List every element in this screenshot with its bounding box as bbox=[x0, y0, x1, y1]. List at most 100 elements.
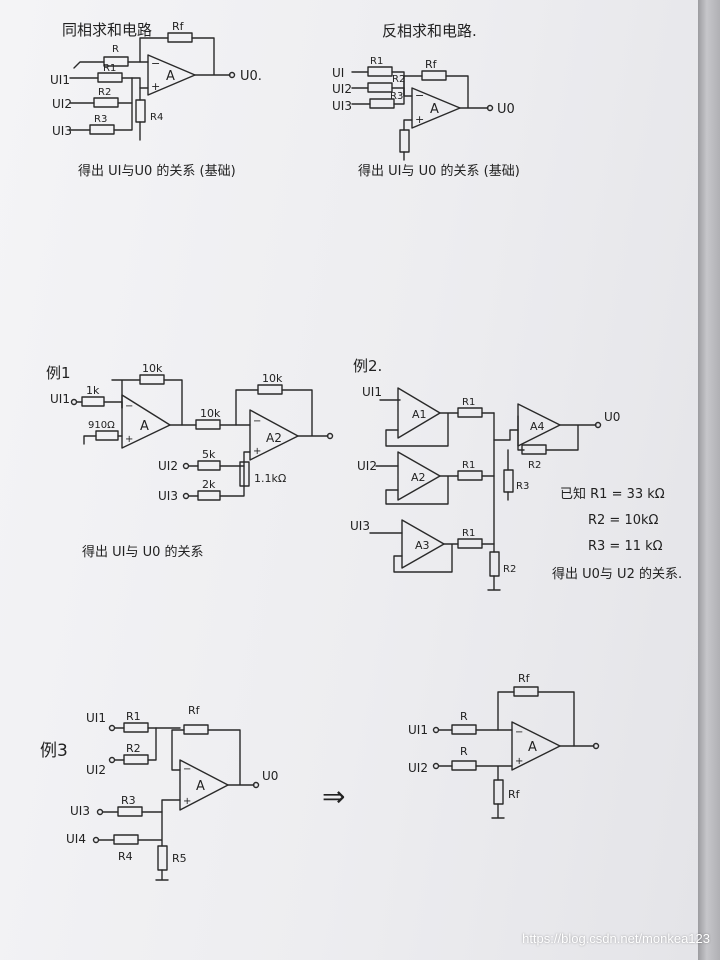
example3-equiv-r1-label: R bbox=[460, 710, 468, 723]
example1-circuit: 例1 UI1 1k 10k A − + 910Ω 10k A2 − + 10k … bbox=[46, 362, 334, 560]
example2-circuit: 例2. UI1 A1 R1 UI2 A2 R1 UI3 A3 R1 R2 A4 bbox=[350, 357, 682, 591]
example3-input1-label: UI1 bbox=[86, 711, 106, 725]
section-noninverting-summer: 同相求和电路 A − + Rf U0. R R1 UI1 R2 UI2 R3 U… bbox=[50, 20, 262, 179]
svg-text:−: − bbox=[515, 727, 523, 738]
section1-input2-label: UI2 bbox=[52, 97, 72, 111]
section1-input1-label: UI1 bbox=[50, 73, 70, 87]
example2-opamp2-label: A2 bbox=[411, 471, 426, 484]
example2-opamp4-label: A4 bbox=[530, 420, 545, 433]
example1-caption: 得出 UI与 U0 的关系 bbox=[82, 544, 204, 560]
section2-output-label: U0 bbox=[497, 102, 515, 117]
example2-output-label: U0 bbox=[604, 410, 620, 424]
example1-opamp2-label: A2 bbox=[266, 431, 282, 445]
svg-text:+: + bbox=[415, 113, 424, 126]
example1-r2-label: 910Ω bbox=[88, 420, 115, 431]
example3-rf-label: Rf bbox=[188, 704, 201, 717]
example3-circuit: 例3 UI1 R1 UI2 R2 A − + Rf U0 UI3 R3 UI4 … bbox=[40, 672, 600, 881]
example1-input3-label: UI3 bbox=[158, 489, 178, 503]
section2-r1-label: R1 bbox=[370, 56, 383, 67]
handwritten-notes: 同相求和电路 A − + Rf U0. R R1 UI1 R2 UI2 R3 U… bbox=[40, 20, 682, 881]
svg-text:−: − bbox=[415, 89, 424, 102]
example2-r2a-label: R2 bbox=[528, 460, 541, 471]
example1-r3-label: 10k bbox=[200, 407, 221, 420]
example3-input3-label: UI3 bbox=[70, 804, 90, 818]
section1-r4-label: R4 bbox=[150, 112, 163, 123]
section1-r1-label: R1 bbox=[103, 63, 116, 74]
example2-opamp3-label: A3 bbox=[415, 539, 430, 552]
section2-caption: 得出 UI与 U0 的关系 (基础) bbox=[358, 163, 520, 179]
example3-input4-label: UI4 bbox=[66, 832, 86, 846]
section2-rf-label: Rf bbox=[425, 58, 438, 71]
svg-text:+: + bbox=[253, 446, 261, 457]
section2-title: 反相求和电路. bbox=[382, 22, 477, 40]
example3-equiv-rf1-label: Rf bbox=[518, 672, 531, 685]
svg-text:−: − bbox=[253, 416, 261, 427]
example3-equiv-r2-label: R bbox=[460, 745, 468, 758]
svg-text:−: − bbox=[183, 764, 191, 775]
example2-r1a-label: R1 bbox=[462, 397, 475, 408]
example2-r1c-label: R1 bbox=[462, 528, 475, 539]
section1-opamp-label: A bbox=[166, 69, 175, 84]
example3-output-label: U0 bbox=[262, 769, 278, 783]
example1-opamp1-label: A bbox=[140, 419, 149, 434]
section2-input3-label: UI3 bbox=[332, 99, 352, 113]
example1-r6-label: 1.1kΩ bbox=[254, 472, 286, 485]
example1-r5-label: 2k bbox=[202, 478, 216, 491]
example3-r1-label: R1 bbox=[126, 710, 141, 723]
svg-text:+: + bbox=[151, 80, 160, 93]
example3-title: 例3 bbox=[40, 741, 68, 761]
example3-r5-label: R5 bbox=[172, 852, 187, 865]
example3-r2-label: R2 bbox=[126, 742, 141, 755]
section1-rf-label: Rf bbox=[172, 20, 185, 33]
svg-text:−: − bbox=[125, 401, 133, 412]
section1-r-label: R bbox=[112, 44, 119, 55]
example1-title: 例1 bbox=[46, 364, 71, 382]
example1-rf1-label: 10k bbox=[142, 362, 163, 375]
section1-caption: 得出 UI与U0 的关系 (基础) bbox=[78, 163, 236, 179]
example1-rf2-label: 10k bbox=[262, 372, 283, 385]
paper-edge bbox=[698, 0, 720, 960]
section1-input3-label: UI3 bbox=[52, 124, 72, 138]
section-inverting-summer: 反相求和电路. A − + Rf U0 R1 UI R2 UI2 R3 UI3 … bbox=[332, 22, 520, 179]
section1-r2-label: R2 bbox=[98, 87, 111, 98]
example2-input2-label: UI2 bbox=[357, 459, 377, 473]
svg-text:+: + bbox=[183, 796, 191, 807]
example3-equiv-opamp-label: A bbox=[528, 740, 537, 755]
example2-title: 例2. bbox=[353, 357, 382, 375]
section1-title: 同相求和电路 bbox=[62, 21, 152, 39]
example1-input1-label: UI1 bbox=[50, 392, 70, 406]
example3-input2-label: UI2 bbox=[86, 763, 106, 777]
svg-text:−: − bbox=[151, 57, 160, 70]
section2-r3-label: R3 bbox=[390, 91, 403, 102]
section2-opamp-label: A bbox=[430, 102, 439, 117]
section1-r3-label: R3 bbox=[94, 114, 107, 125]
paper-sheet bbox=[0, 0, 700, 960]
example1-input2-label: UI2 bbox=[158, 459, 178, 473]
example3-equiv-rf2-label: Rf bbox=[508, 788, 521, 801]
example1-r4-label: 5k bbox=[202, 448, 216, 461]
example3-r3-label: R3 bbox=[121, 794, 136, 807]
example2-given-question: 得出 U0与 U2 的关系. bbox=[552, 566, 682, 582]
example3-equiv-input2-label: UI2 bbox=[408, 761, 428, 775]
example2-r2b-label: R2 bbox=[503, 564, 516, 575]
example2-r3-label: R3 bbox=[516, 481, 529, 492]
svg-text:+: + bbox=[515, 756, 523, 767]
example3-equivalence-arrow: ⇒ bbox=[322, 780, 345, 813]
section1-output-label: U0. bbox=[240, 69, 262, 84]
section2-input2-label: UI2 bbox=[332, 82, 352, 96]
watermark-url: https://blog.csdn.net/monkea123 bbox=[522, 931, 710, 946]
example2-input3-label: UI3 bbox=[350, 519, 370, 533]
svg-text:+: + bbox=[125, 434, 133, 445]
example2-input1-label: UI1 bbox=[362, 385, 382, 399]
example3-opamp-label: A bbox=[196, 779, 205, 794]
example2-given-r2: R2 = 10kΩ bbox=[588, 513, 659, 528]
example3-equiv-input1-label: UI1 bbox=[408, 723, 428, 737]
example2-opamp1-label: A1 bbox=[412, 408, 427, 421]
example2-given-r3: R3 = 11 kΩ bbox=[588, 539, 663, 554]
section2-r2-label: R2 bbox=[392, 74, 405, 85]
example2-r1b-label: R1 bbox=[462, 460, 475, 471]
example3-r4-label: R4 bbox=[118, 850, 133, 863]
example1-r1-label: 1k bbox=[86, 384, 100, 397]
section2-input1-label: UI bbox=[332, 66, 344, 80]
example2-given-r1: 已知 R1 = 33 kΩ bbox=[560, 486, 665, 502]
